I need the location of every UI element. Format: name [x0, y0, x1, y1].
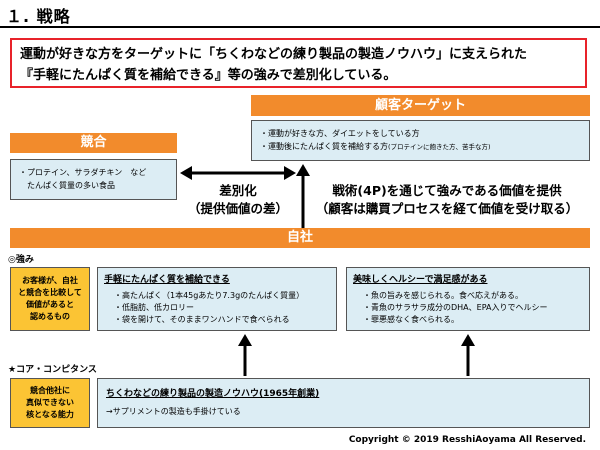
competition-box: ・プロテイン、サラダチキン など たんぱく質量の多い食品 [10, 159, 177, 200]
core-side-line-3: 核となる能力 [26, 410, 74, 419]
summary-line-2: 『手軽にたんぱく質を補給できる』等の強みで差別化している。 [20, 68, 397, 83]
tactics-arrow [296, 164, 310, 228]
core-item: →サプリメントの製造も手掛けている [106, 407, 241, 416]
page-title: １. 戦略 [6, 7, 71, 26]
target-box: ・運動が好きな方、ダイエットをしている方 ・運動後にたんぱく質を補給する方(プロ… [251, 120, 590, 161]
strength-left-heading: 手軽にたんぱく質を補給できる [104, 275, 230, 285]
strength-left-box: 手軽にたんぱく質を補給できる ・高たんぱく（1本45gあたり7.3gのたんぱく質… [97, 267, 337, 331]
core-side-label: 競合他社に 真似できない 核となる能力 [10, 378, 90, 428]
differentiation-arrow [180, 166, 296, 180]
core-side-line-1: 競合他社に [30, 386, 70, 395]
strengths-side-label: お客様が、自社 と競合を比較して 価値があると 認めるもの [10, 267, 90, 331]
strength-right-item: ・青魚のサラサラ成分のDHA、EPA入りでヘルシー [363, 303, 548, 312]
competition-item-1: ・プロテイン、サラダチキン など [19, 168, 147, 177]
strengths-side-line-1: お客様が、自社 [22, 276, 78, 285]
company-header: 自社 [10, 228, 590, 248]
tactics-line-1: 戦術(4P)を通じて強みである価値を提供 [332, 183, 562, 198]
target-item-2-note: (プロテインに飽きた方、苦手な方) [388, 143, 491, 151]
copyright-text: Copyright © 2019 ResshiAoyama All Reserv… [348, 435, 586, 445]
core-box: ちくわなどの練り製品の製造ノウハウ(1965年創業) →サプリメントの製造も手掛… [97, 378, 590, 428]
strength-right-item: ・魚の旨みを感じられる。食べ応えがある。 [363, 291, 523, 300]
strengths-side-line-2: と競合を比較して [18, 288, 82, 297]
target-header: 顧客ターゲット [251, 95, 590, 116]
strength-left-item: ・袋を開けて、そのままワンハンドで食べられる [114, 315, 290, 324]
strength-left-item: ・低脂肪、低カロリー [114, 303, 194, 312]
core-side-line-2: 真似できない [26, 398, 74, 407]
strengths-section-label: ◎強み [8, 255, 34, 265]
competition-item-2: たんぱく質量の多い食品 [19, 181, 115, 190]
core-to-right-strength-arrow [461, 334, 475, 376]
strengths-side-line-3: 価値があると [25, 300, 74, 309]
strength-right-heading: 美味しくヘルシーで満足感がある [353, 275, 488, 285]
differentiation-line-2: （提供価値の差） [187, 201, 288, 216]
strength-left-item: ・高たんぱく（1本45gあたり7.3gのたんぱく質量） [114, 291, 305, 300]
core-heading: ちくわなどの練り製品の製造ノウハウ(1965年創業) [106, 389, 320, 399]
target-item-2: ・運動後にたんぱく質を補給する方(プロテインに飽きた方、苦手な方) [260, 140, 581, 154]
target-item-2-main: ・運動後にたんぱく質を補給する方 [260, 142, 388, 151]
strengths-side-line-4: 認めるもの [29, 312, 70, 321]
strength-right-item: ・罪悪感なく食べられる。 [363, 315, 459, 324]
core-to-left-strength-arrow [238, 334, 252, 376]
tactics-line-2: （顧客は購買プロセスを経て価値を受け取る） [315, 201, 579, 216]
target-item-1: ・運動が好きな方、ダイエットをしている方 [260, 129, 420, 138]
tactics-label: 戦術(4P)を通じて強みである価値を提供 （顧客は購買プロセスを経て価値を受け取… [312, 182, 582, 218]
differentiation-line-1: 差別化 [219, 183, 257, 198]
title-underline [0, 26, 600, 28]
core-section-label: ★コア・コンピタンス [8, 365, 97, 375]
summary-line-1: 運動が好きな方をターゲットに「ちくわなどの練り製品の製造ノウハウ」に支えられた [20, 47, 528, 62]
strength-right-box: 美味しくヘルシーで満足感がある ・魚の旨みを感じられる。食べ応えがある。 ・青魚… [346, 267, 590, 331]
summary-box: 運動が好きな方をターゲットに「ちくわなどの練り製品の製造ノウハウ」に支えられた … [10, 38, 587, 88]
differentiation-label: 差別化 （提供価値の差） [178, 182, 298, 218]
competition-header: 競合 [10, 133, 177, 153]
